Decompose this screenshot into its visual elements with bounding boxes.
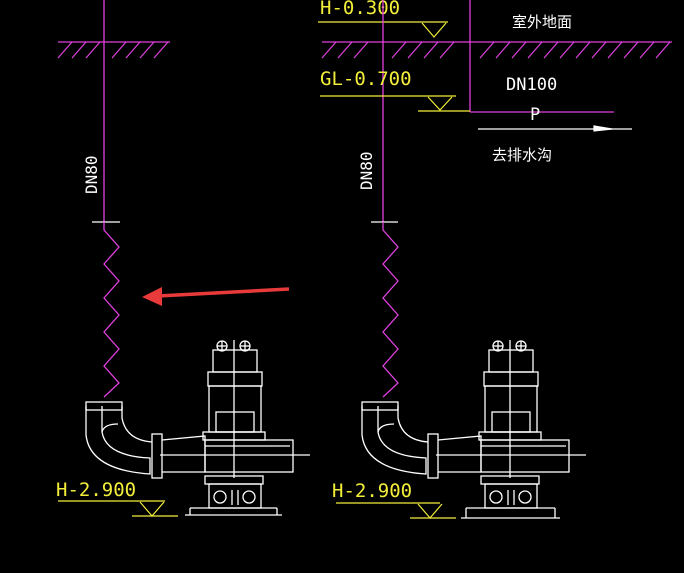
right-pump-level-label: H-2.900: [332, 480, 412, 502]
right-ground-hatch: [321, 41, 672, 59]
pipe-code-label: P: [530, 105, 540, 125]
left-flex-joint: [103, 222, 120, 398]
left-pump-assembly: DN80: [56, 0, 310, 517]
outdoor-ground-label: 室外地面: [512, 13, 572, 31]
left-pump-body: [85, 340, 310, 516]
right-pump-assembly: H-0.300 室外地面: [318, 0, 672, 519]
gl-level-marker: [320, 95, 470, 112]
main-pipe-size-label: DN100: [506, 75, 557, 95]
right-flex-joint: [382, 222, 399, 398]
right-level-marker: [336, 502, 456, 519]
left-pump-level-label: H-2.900: [56, 479, 136, 501]
gl-level-label: GL-0.700: [320, 68, 412, 90]
drain-arrow: [478, 125, 632, 132]
red-pointer-arrow: [142, 287, 290, 306]
right-pipe-size-label: DN80: [357, 151, 376, 190]
left-ground-hatch: [57, 41, 170, 59]
left-level-marker: [58, 500, 178, 517]
top-level-label: H-0.300: [320, 0, 400, 19]
to-drain-label: 去排水沟: [492, 146, 552, 164]
left-pipe-size-label: DN80: [82, 155, 101, 194]
right-pump-body: [361, 340, 586, 519]
